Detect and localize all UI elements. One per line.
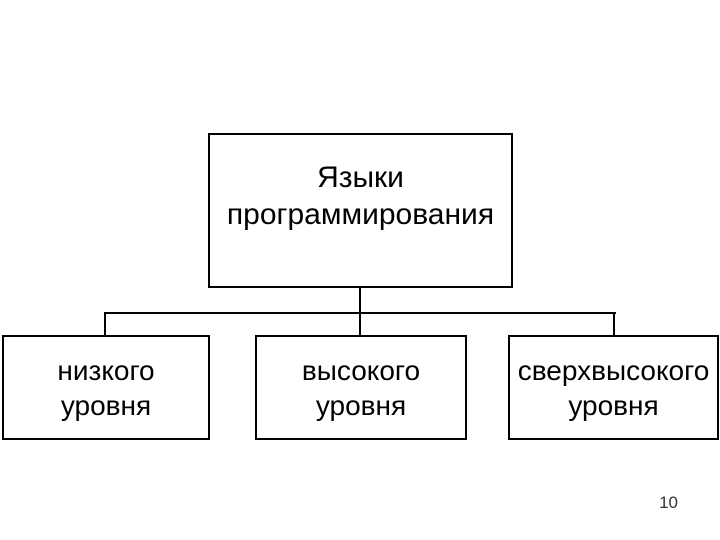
page-number: 10	[659, 493, 678, 512]
node-ultra-high-level-label-line1: сверхвысокого	[517, 354, 710, 386]
node-low-level: низкого уровня	[2, 335, 210, 440]
node-low-level-label-line2: уровня	[60, 389, 152, 421]
connector-drop-low-level	[104, 312, 106, 336]
node-low-level-label-line1: низкого	[57, 354, 155, 386]
node-programming-languages-label-line1: Языки	[317, 161, 404, 194]
connector-root-stem	[359, 288, 361, 314]
node-high-level: высокого уровня	[255, 335, 467, 440]
node-ultra-high-level: сверхвысокого уровня	[508, 335, 719, 440]
node-high-level-label-line2: уровня	[315, 389, 407, 421]
node-ultra-high-level-label-line2: уровня	[568, 389, 659, 421]
node-programming-languages-label-line2: программирования	[226, 198, 495, 231]
connector-drop-ultra-high-level	[613, 312, 615, 336]
node-programming-languages: Языки программирования	[208, 133, 513, 288]
node-high-level-label-line1: высокого	[301, 354, 421, 386]
connector-drop-high-level	[359, 312, 361, 336]
